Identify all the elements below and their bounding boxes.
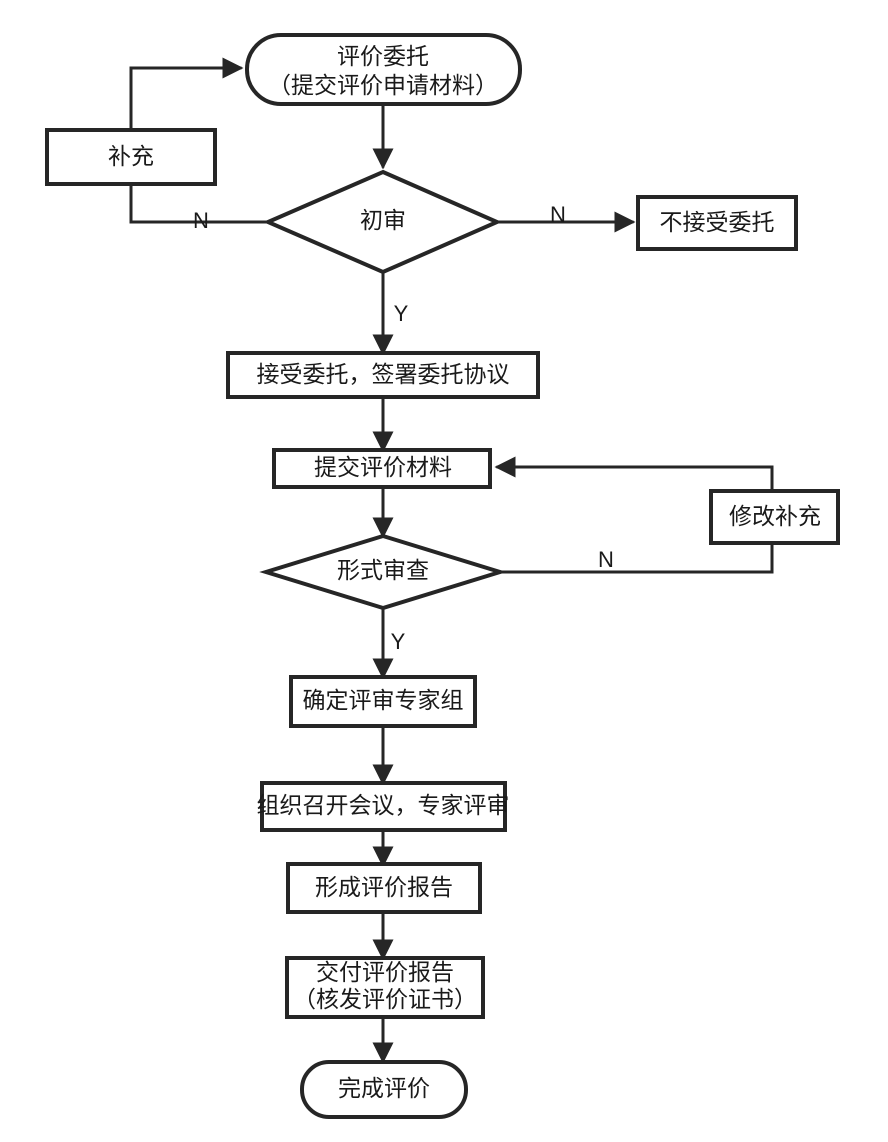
end-terminator-shape [300, 1060, 468, 1119]
formal-review-label: 形式审查 [337, 557, 429, 583]
submit-materials-label: 提交评价材料 [314, 454, 452, 480]
expert-panel-box-shape [289, 675, 477, 728]
node-start[interactable]: 评价委托 （提交评价申请材料） [245, 33, 522, 106]
node-supplement[interactable]: 补充 [45, 128, 217, 186]
revise-supplement-label: 修改补充 [729, 503, 821, 529]
preliminary-decision-shape [262, 169, 502, 275]
reject-label: 不接受委托 [660, 209, 775, 235]
form-report-box-shape [286, 862, 482, 914]
edge-label-preliminary-yes: Y [394, 301, 409, 326]
edge-label-formal-yes: Y [391, 629, 406, 654]
node-submit-materials[interactable]: 提交评价材料 [272, 448, 492, 489]
formal-decision-shape [259, 533, 507, 611]
preliminary-review-label: 初审 [360, 207, 406, 233]
node-formal-review[interactable]: 形式审查 [259, 533, 507, 611]
edge-label-preliminary-no-left: N [193, 208, 209, 233]
node-preliminary-review[interactable]: 初审 [262, 169, 502, 275]
revise-supplement-box-shape [709, 489, 840, 545]
accept-sign-box-shape [226, 351, 540, 399]
edge-label-preliminary-no-right: N [550, 202, 566, 227]
accept-sign-label: 接受委托，签署委托协议 [257, 361, 510, 387]
node-accept-sign[interactable]: 接受委托，签署委托协议 [226, 351, 540, 399]
supplement-box-shape [45, 128, 217, 186]
node-expert-panel[interactable]: 确定评审专家组 [289, 675, 477, 728]
node-reject[interactable]: 不接受委托 [636, 195, 798, 251]
start-label-line1: 评价委托 [337, 43, 429, 69]
node-end[interactable]: 完成评价 [300, 1060, 468, 1119]
expert-panel-label: 确定评审专家组 [303, 687, 464, 713]
node-deliver-report[interactable]: 交付评价报告 （核发评价证书） [285, 956, 485, 1019]
node-form-report[interactable]: 形成评价报告 [286, 862, 482, 914]
deliver-report-box-shape [285, 956, 485, 1019]
deliver-report-label-line2: （核发评价证书） [293, 986, 477, 1012]
edge-label-formal-no: N [598, 547, 614, 572]
deliver-report-label-line1: 交付评价报告 [316, 959, 454, 985]
form-report-label: 形成评价报告 [315, 874, 453, 900]
reject-box-shape [636, 195, 798, 251]
node-revise-supplement[interactable]: 修改补充 [709, 489, 840, 545]
start-label-line2: （提交评价申请材料） [268, 72, 498, 98]
node-meeting-review[interactable]: 组织召开会议，专家评审 [257, 781, 510, 832]
supplement-label: 补充 [108, 143, 154, 169]
start-terminator-shape [245, 33, 522, 106]
meeting-review-label: 组织召开会议，专家评审 [257, 792, 510, 818]
end-label: 完成评价 [338, 1075, 430, 1101]
submit-materials-box-shape [272, 448, 492, 489]
meeting-review-box-shape [260, 781, 507, 832]
